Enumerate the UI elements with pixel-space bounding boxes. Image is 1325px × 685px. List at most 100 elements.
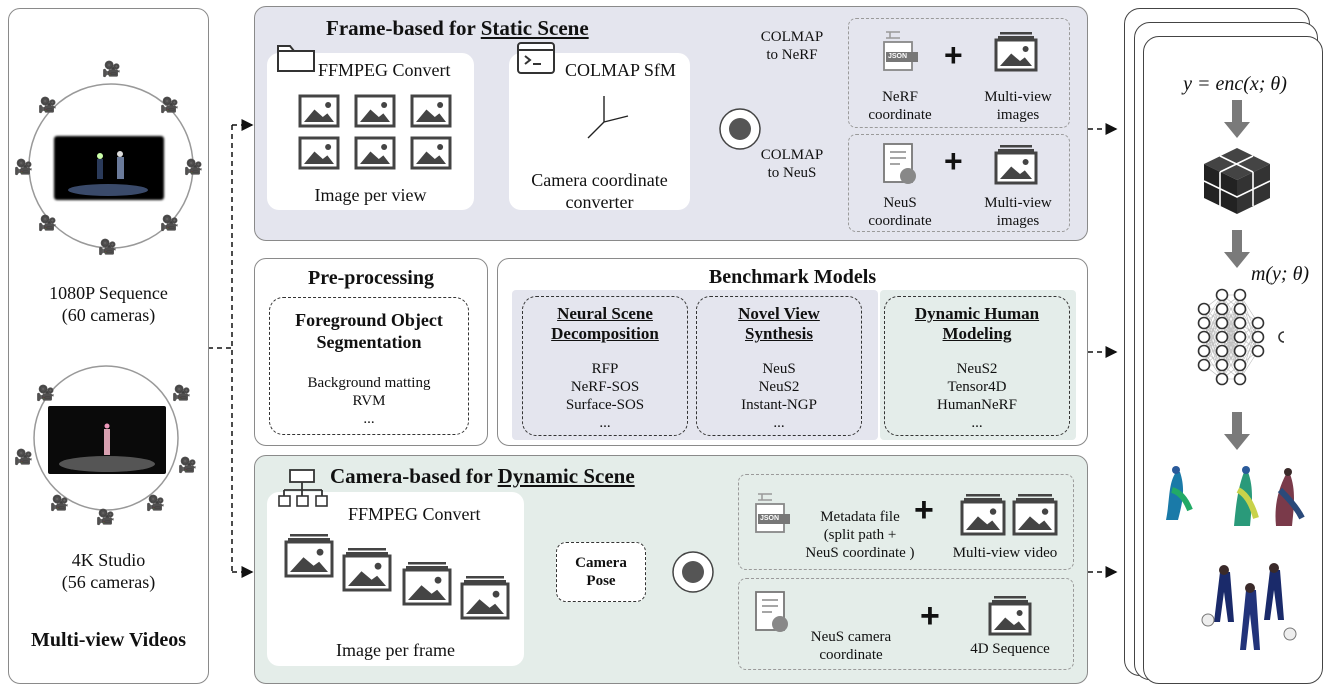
benchmark-panel <box>497 258 1088 446</box>
segmentation-box <box>269 297 469 435</box>
nerf-output-box <box>848 18 1070 128</box>
benchmark-shaded-area <box>512 290 878 440</box>
camera-icon: 🎥 <box>38 98 57 114</box>
camera-icon: 🎥 <box>184 160 203 176</box>
image-stack-dynamic <box>284 534 510 620</box>
image-per-frame-label: Image per frame <box>336 640 455 660</box>
image-icon <box>994 145 1038 185</box>
image-icon <box>410 94 452 128</box>
hierarchy-icon <box>278 469 328 507</box>
camera-icon: 🎥 <box>146 496 165 512</box>
metadata-output-box <box>738 474 1074 570</box>
novel-view-synthesis-box <box>696 296 862 436</box>
multiview-image-icon <box>994 145 1038 185</box>
metadata-file-label: Metadata file(split path +NeuS coordinat… <box>805 509 915 561</box>
camera-icon: 🎥 <box>14 450 33 466</box>
plus-sign: + <box>914 491 934 529</box>
pipeline-card-front <box>1143 36 1323 684</box>
seq-4k-label: 4K Studio(56 cameras) <box>61 550 156 592</box>
benchmark-shaded-area <box>880 290 1076 440</box>
4d-sequence-label: 4D Sequence <box>970 641 1050 657</box>
neus-camera-output-box <box>738 578 1074 670</box>
image-icon <box>354 94 396 128</box>
camera-icon: 🎥 <box>178 458 197 474</box>
mlp-network-icon <box>1197 288 1285 386</box>
camera-icon: 🎥 <box>160 98 179 114</box>
python-file-icon <box>755 591 788 632</box>
seq-1080p-label: 1080P Sequence(60 cameras) <box>49 283 168 325</box>
multiview-video-label: Multi-view video <box>952 545 1058 561</box>
static-scene-title: Frame-based for Static Scene <box>326 16 589 40</box>
image-icon <box>994 32 1038 72</box>
mlp-formula: m(y; θ) <box>1250 263 1310 285</box>
image-icon <box>284 534 334 578</box>
plus-sign: + <box>944 143 963 179</box>
image-icon <box>342 548 392 592</box>
image-icon <box>1012 494 1058 536</box>
hash-grid-cube-icon <box>1203 148 1271 214</box>
preprocessing-panel <box>254 258 488 446</box>
camera-icon: 🎥 <box>160 216 179 232</box>
ffmpeg-dynamic-box <box>267 492 524 666</box>
neus-output-box <box>848 134 1070 232</box>
down-arrow-icon <box>1224 100 1250 138</box>
colmap-box <box>509 53 690 210</box>
json-file-icon <box>883 31 918 71</box>
image-icon <box>354 136 396 170</box>
plus-sign: + <box>944 37 963 73</box>
benchmark-title: Benchmark Models <box>708 266 877 288</box>
ffmpeg-static-box <box>267 53 474 210</box>
image-icon <box>460 576 510 620</box>
camera-icon: 🎥 <box>38 216 57 232</box>
soccer-players-image <box>1201 563 1297 650</box>
camera-icon: 🎥 <box>96 510 115 526</box>
json-badge: JSON <box>888 53 908 60</box>
camera-icon: 🎥 <box>102 62 121 78</box>
multi-view-videos-title: Multi-view Videos <box>31 629 186 651</box>
multiview-video-icon <box>960 494 1058 536</box>
multiview-image-icon <box>994 32 1038 72</box>
ffmpeg-dynamic-label: FFMPEG Convert <box>348 504 481 524</box>
ffmpeg-static-label: FFMPEG Convert <box>318 60 451 80</box>
json-file-icon <box>755 493 790 533</box>
switch-node-static <box>719 108 761 150</box>
neural-scene-decomposition-box <box>522 296 688 436</box>
image-per-view-label: Image per view <box>314 185 427 205</box>
python-file-icon <box>883 143 916 184</box>
encoding-formula: y = enc(x; θ) <box>1183 73 1287 95</box>
dynamic-scene-title: Camera-based for Dynamic Scene <box>330 464 635 488</box>
camera-icon: 🎥 <box>172 386 191 402</box>
down-arrow-icon <box>1224 412 1250 450</box>
image-icon <box>298 136 340 170</box>
camera-ring-1080p <box>28 83 194 249</box>
preprocessing-title: Pre-processing <box>308 267 434 289</box>
image-icon <box>988 596 1032 636</box>
camera-icon: 🎥 <box>98 240 117 256</box>
camera-icon: 🎥 <box>36 386 55 402</box>
camera-pose-box <box>556 542 646 602</box>
camera-icon: 🎥 <box>50 496 69 512</box>
terminal-icon <box>517 42 555 74</box>
json-badge: JSON <box>760 515 780 522</box>
image-grid-static <box>298 94 452 170</box>
switch-node-dynamic <box>672 551 714 593</box>
image-icon <box>960 494 1006 536</box>
down-arrow-icon <box>1224 230 1250 268</box>
camera-ring-4k <box>33 365 179 511</box>
